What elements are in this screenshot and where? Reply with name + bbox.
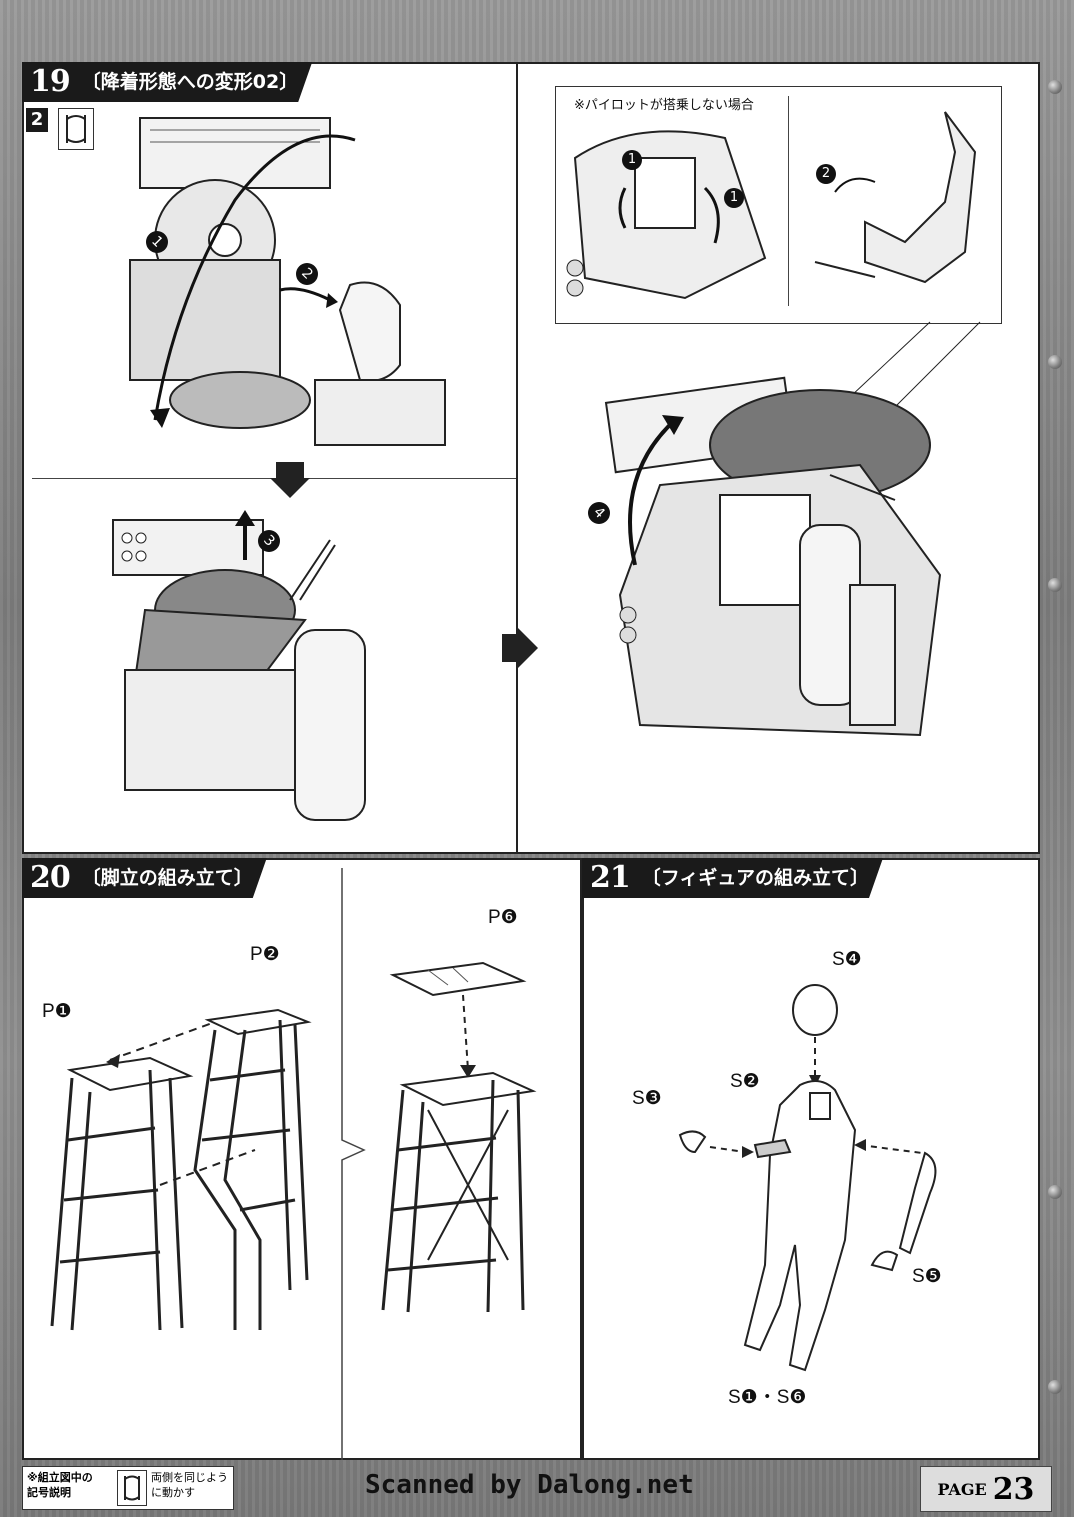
step-title: 〔フィギュアの組み立て〕 xyxy=(638,858,883,898)
rivet-decoration xyxy=(1048,1380,1062,1394)
cockpit-closeup-illustration xyxy=(566,130,767,300)
step-number: 19 xyxy=(22,62,78,102)
rivet-decoration xyxy=(1048,578,1062,592)
part-label: P❷ xyxy=(250,944,280,965)
part-label: S❺ xyxy=(912,1266,942,1287)
inset-divider xyxy=(788,96,789,306)
panel-divider xyxy=(516,64,518,854)
legend-title: ※組立図中の記号説明 xyxy=(27,1471,93,1499)
pilot-figure-illustration xyxy=(678,984,937,1372)
part-label: S❷ xyxy=(730,1071,760,1092)
page-number-tag: PAGE 23 xyxy=(920,1466,1052,1512)
part-label: S❶・S❻ xyxy=(728,1387,807,1408)
panel-divider-zigzag xyxy=(341,868,366,1460)
step-arrow-badge: 1 xyxy=(622,150,642,170)
down-arrow-icon xyxy=(270,462,310,498)
step19-header: 19 〔降着形態への変形02〕 xyxy=(22,62,312,102)
seat-closeup-illustration xyxy=(814,111,977,284)
step-arrow-badge: 2 xyxy=(816,164,836,184)
sub-step-badge: 2 xyxy=(26,108,48,132)
mech-open-cockpit-illustration xyxy=(604,376,942,737)
page-label: PAGE xyxy=(937,1479,987,1499)
part-label: P❻ xyxy=(488,907,518,928)
step20-header: 20 〔脚立の組み立て〕 xyxy=(22,858,267,898)
page-number: 23 xyxy=(992,1471,1035,1507)
step-title: 〔脚立の組み立て〕 xyxy=(78,858,267,898)
rivet-decoration xyxy=(1048,80,1062,94)
step-number: 21 xyxy=(582,858,638,898)
step-arrow-badge: 1 xyxy=(724,188,744,208)
legend-description: 両側を同じように動かす xyxy=(151,1471,228,1499)
rivet-decoration xyxy=(1048,1185,1062,1199)
mech-side-view-illustration xyxy=(129,117,446,446)
rivet-decoration xyxy=(1048,355,1062,369)
step-title: 〔降着形態への変形02〕 xyxy=(78,62,312,102)
step-number: 20 xyxy=(22,858,78,898)
part-label: P❶ xyxy=(42,1001,72,1022)
inset-note: ※パイロットが搭乗しない場合 xyxy=(574,98,754,113)
step21-header: 21 〔フィギュアの組み立て〕 xyxy=(582,858,883,898)
part-label: S❸ xyxy=(632,1088,662,1109)
mech-closed-view-illustration xyxy=(112,510,366,821)
scan-credit: Scanned by Dalong.net xyxy=(365,1470,694,1500)
both-sides-symbol-icon xyxy=(58,108,94,150)
right-arrow-icon xyxy=(502,628,538,668)
both-sides-symbol-icon xyxy=(117,1470,147,1506)
assembled-ladder-illustration xyxy=(381,961,537,1313)
ladder-parts-illustration xyxy=(50,1008,312,1331)
legend-box: ※組立図中の記号説明 両側を同じように動かす xyxy=(22,1466,234,1510)
part-label: S❹ xyxy=(832,949,862,970)
